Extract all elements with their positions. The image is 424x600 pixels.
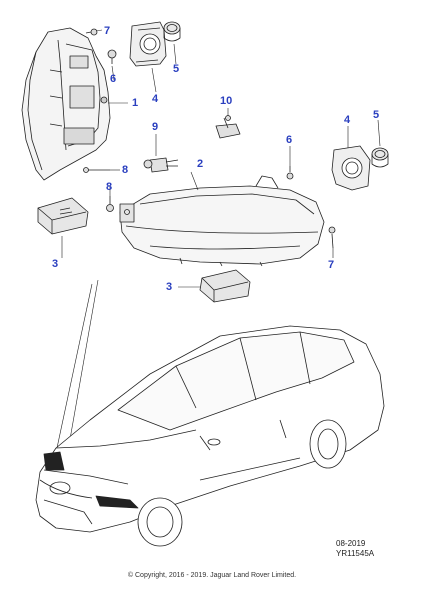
headlamp-rear-view — [21, 27, 111, 181]
bolt-6-top — [107, 49, 117, 64]
adapter-4-top — [129, 21, 167, 67]
copyright-notice: © Copyright, 2016 - 2019. Jaguar Land Ro… — [127, 572, 297, 579]
callout-6-top: 6 — [110, 73, 117, 85]
callout-1: 1 — [132, 97, 139, 109]
callout-9: 9 — [152, 121, 159, 133]
screw-7-top — [85, 28, 98, 36]
callout-5-top: 5 — [173, 63, 180, 75]
ring-5-top — [163, 21, 181, 42]
adapter-4-right — [331, 145, 371, 191]
callout-6-right: 6 — [286, 134, 293, 146]
screw-8 — [83, 167, 110, 173]
callout-5-right: 5 — [373, 109, 380, 121]
control-module-3-bottom — [199, 269, 251, 303]
callout-3-bottom: 3 — [166, 281, 173, 293]
callout-10: 10 — [220, 95, 233, 107]
callout-7-right: 7 — [328, 259, 335, 271]
date-code: 08-2019 — [336, 539, 366, 548]
leader-lines — [53, 29, 381, 463]
screw-6-right — [286, 166, 294, 180]
car-illustration — [35, 325, 385, 547]
callout-7-top: 7 — [104, 25, 111, 37]
headlamp-assembly-2 — [119, 175, 325, 267]
nut-8 — [106, 196, 114, 212]
control-module-3-left — [37, 197, 89, 235]
reference-code: YR11545A — [336, 549, 375, 558]
screw-7-right — [328, 226, 336, 249]
bulb-9 — [143, 157, 179, 173]
callout-3-left: 3 — [52, 258, 59, 270]
callout-4-right: 4 — [344, 114, 351, 126]
ring-5-right — [371, 147, 389, 168]
callout-2: 2 — [197, 158, 204, 170]
callout-8-nut: 8 — [106, 181, 113, 193]
callout-4-top: 4 — [152, 93, 159, 105]
module-10 — [215, 115, 241, 139]
callout-8-screw: 8 — [122, 164, 129, 176]
